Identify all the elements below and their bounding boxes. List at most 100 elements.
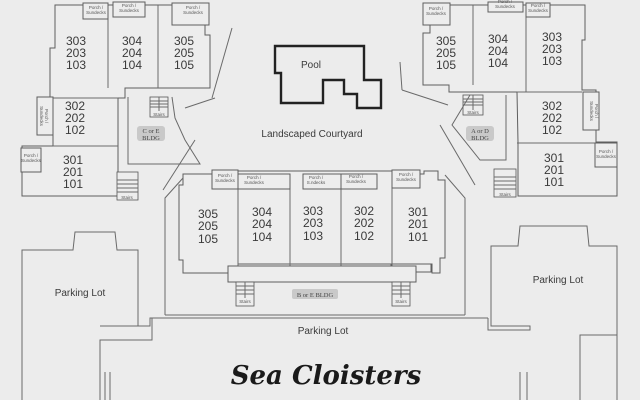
svg-text:101: 101 bbox=[544, 175, 564, 189]
svg-text:303: 303 bbox=[542, 30, 562, 44]
svg-text:304: 304 bbox=[488, 32, 508, 46]
courtyard-label: Landscaped Courtyard bbox=[261, 129, 362, 140]
svg-text:105: 105 bbox=[198, 232, 218, 246]
pool-area: Pool Landscaped Courtyard bbox=[261, 44, 383, 140]
unit-stack: 304 204 104 bbox=[252, 205, 272, 244]
porch-label: Porch / bbox=[247, 175, 262, 180]
building-tag: BLDG bbox=[471, 135, 489, 142]
svg-text:103: 103 bbox=[303, 229, 323, 243]
unit-stack: 305 205 105 bbox=[198, 207, 218, 246]
svg-text:305: 305 bbox=[174, 34, 194, 48]
porch-label: Porch / bbox=[89, 5, 104, 10]
porch-label: Porch / bbox=[429, 6, 444, 11]
svg-text:204: 204 bbox=[488, 44, 508, 58]
svg-text:103: 103 bbox=[542, 54, 562, 68]
building-tag: C or E bbox=[143, 128, 160, 135]
stairs-label: Stairs bbox=[153, 112, 165, 117]
svg-text:205: 205 bbox=[198, 219, 218, 233]
svg-text:302: 302 bbox=[542, 99, 562, 113]
stairs-label: Stairs bbox=[467, 110, 479, 115]
right-building: Porch / Sundecks Porch / Sundecks Porch … bbox=[399, 0, 618, 198]
svg-text:201: 201 bbox=[408, 217, 428, 231]
porch-label: Porch / bbox=[44, 109, 49, 124]
svg-text:201: 201 bbox=[63, 165, 83, 179]
svg-text:202: 202 bbox=[542, 111, 562, 125]
svg-text:304: 304 bbox=[252, 205, 272, 219]
porch-label: Porch / bbox=[122, 3, 137, 8]
svg-text:102: 102 bbox=[65, 123, 85, 137]
svg-text:305: 305 bbox=[198, 207, 218, 221]
porch-label: Porch / bbox=[594, 104, 599, 119]
parking-lot-right: Parking Lot bbox=[533, 275, 584, 286]
porch-label: S.ndecks bbox=[307, 180, 326, 185]
svg-text:105: 105 bbox=[174, 58, 194, 72]
stairs-label: Stairs bbox=[395, 299, 407, 304]
porch-label: Sundecks bbox=[596, 154, 617, 159]
svg-text:205: 205 bbox=[174, 46, 194, 60]
building-tag: B or E BLDG bbox=[297, 292, 334, 299]
svg-text:104: 104 bbox=[122, 58, 142, 72]
stairs-label: Stairs bbox=[121, 195, 133, 200]
building-tag: BLDG bbox=[142, 135, 160, 142]
svg-text:205: 205 bbox=[436, 46, 456, 60]
map-title: Sea Cloisters bbox=[231, 361, 422, 391]
svg-text:203: 203 bbox=[542, 42, 562, 56]
svg-text:202: 202 bbox=[354, 216, 374, 230]
unit-stack: 301 201 101 bbox=[63, 153, 83, 191]
porch-label: Sundecks bbox=[244, 180, 265, 185]
unit-stack: 303 203 103 bbox=[66, 34, 86, 72]
svg-text:103: 103 bbox=[66, 58, 86, 72]
parking-lot-left: Parking Lot bbox=[55, 288, 106, 299]
unit-stack: 301 201 101 bbox=[544, 151, 564, 189]
unit-stack: 303 203 103 bbox=[542, 30, 562, 68]
svg-text:302: 302 bbox=[354, 204, 374, 218]
unit-stack: 301 201 101 bbox=[408, 205, 428, 244]
svg-text:305: 305 bbox=[436, 34, 456, 48]
svg-text:203: 203 bbox=[66, 46, 86, 60]
svg-text:204: 204 bbox=[122, 46, 142, 60]
porch-label: Sundecks bbox=[119, 8, 140, 13]
unit-stack: 304 204 104 bbox=[488, 32, 508, 70]
svg-text:104: 104 bbox=[488, 56, 508, 70]
unit-stack: 305 205 105 bbox=[174, 34, 194, 72]
unit-stack: 304 204 104 bbox=[122, 34, 142, 72]
porch-label: Sundecks bbox=[215, 178, 236, 183]
porch-label: Porch / bbox=[349, 174, 364, 179]
svg-text:104: 104 bbox=[252, 230, 272, 244]
unit-stack: 302 202 102 bbox=[542, 99, 562, 137]
svg-text:105: 105 bbox=[436, 58, 456, 72]
svg-text:102: 102 bbox=[542, 123, 562, 137]
porch-label: Porch / bbox=[399, 172, 414, 177]
building-tag: A or D bbox=[471, 128, 489, 135]
svg-text:304: 304 bbox=[122, 34, 142, 48]
porch-label: Sundecks bbox=[346, 179, 367, 184]
porch-label: Porch / bbox=[309, 175, 324, 180]
parking-lot-center: Parking Lot bbox=[298, 326, 349, 337]
svg-text:303: 303 bbox=[66, 34, 86, 48]
center-building: Porch / Sundecks Porch / Sundecks Porch … bbox=[164, 169, 466, 316]
unit-stack: 303 203 103 bbox=[303, 204, 323, 243]
porch-label: Sundecks bbox=[528, 8, 549, 13]
porch-label: Porch / bbox=[24, 153, 39, 158]
unit-stack: 302 202 102 bbox=[65, 99, 85, 137]
unit-stack: 305 205 105 bbox=[436, 34, 456, 72]
svg-text:203: 203 bbox=[303, 216, 323, 230]
pool-label: Pool bbox=[301, 60, 321, 71]
porch-label: Porch / bbox=[186, 5, 201, 10]
porch-label: Sundecks bbox=[396, 177, 417, 182]
svg-text:101: 101 bbox=[63, 177, 83, 191]
svg-text:204: 204 bbox=[252, 217, 272, 231]
porch-label: Sundecks bbox=[86, 10, 107, 15]
svg-text:301: 301 bbox=[63, 153, 83, 167]
svg-text:201: 201 bbox=[544, 163, 564, 177]
porch-label: Sundecks bbox=[39, 106, 44, 127]
svg-text:302: 302 bbox=[65, 99, 85, 113]
porch-label: Sundecks bbox=[21, 158, 42, 163]
svg-text:101: 101 bbox=[408, 230, 428, 244]
porch-label: Sundecks bbox=[183, 10, 204, 15]
left-building: Porch / Sundecks Porch / Sundecks Porch … bbox=[20, 1, 233, 201]
svg-text:102: 102 bbox=[354, 229, 374, 243]
stairs-label: Stairs bbox=[499, 192, 511, 197]
svg-text:301: 301 bbox=[408, 205, 428, 219]
porch-label: Sundecks bbox=[426, 11, 447, 16]
